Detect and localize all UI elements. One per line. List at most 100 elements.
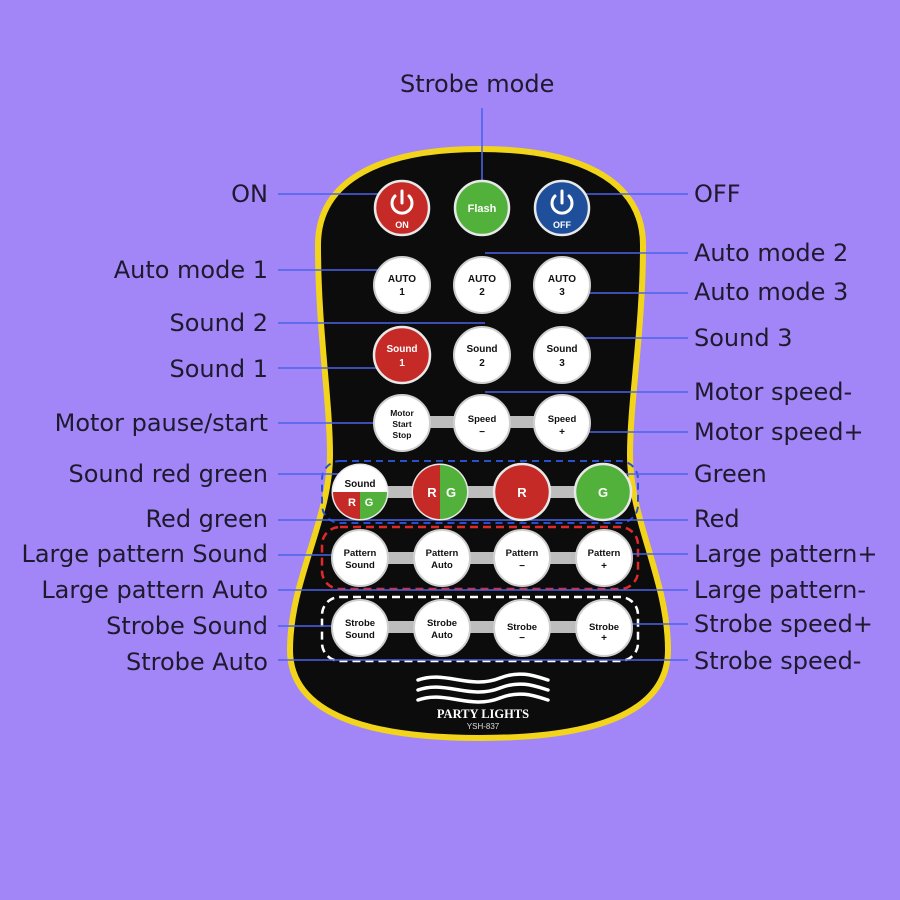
strobe-auto-label-1: Strobe: [427, 618, 457, 629]
label-motor-speed-minus: Motor speed-: [694, 378, 853, 406]
label-sound-2: Sound 2: [169, 309, 268, 337]
pattern-plus-label-2: +: [601, 561, 607, 572]
label-sound-3: Sound 3: [694, 324, 793, 352]
strobe-plus-label-2: +: [601, 633, 607, 644]
auto1-label-2: 1: [399, 287, 405, 298]
pattern-plus-label-1: Pattern: [588, 548, 621, 559]
motor-start-stop-button[interactable]: Motor Start Stop: [373, 394, 431, 452]
pattern-minus-label-1: Pattern: [506, 548, 539, 559]
label-sound-red-green: Sound red green: [68, 460, 269, 488]
speed-minus-label-2: −: [479, 427, 485, 438]
label-strobe-auto: Strobe Auto: [125, 648, 268, 676]
pattern-sound-label-1: Pattern: [344, 548, 377, 559]
sound-red-green-button[interactable]: Sound R G: [330, 460, 390, 524]
strobe-auto-button[interactable]: Strobe Auto: [413, 599, 471, 657]
label-strobe-mode: Strobe mode: [400, 70, 555, 98]
pattern-sound-button[interactable]: Pattern Sound: [331, 529, 389, 587]
label-off: OFF: [694, 180, 741, 208]
pattern-auto-button[interactable]: Pattern Auto: [413, 529, 471, 587]
strobe-minus-button[interactable]: Strobe −: [493, 599, 551, 657]
label-on: ON: [231, 180, 268, 208]
green-label: G: [598, 485, 608, 500]
sound2-label-2: 2: [479, 358, 485, 369]
power-icon: [390, 194, 414, 215]
label-motor-pause-start: Motor pause/start: [54, 409, 268, 437]
speed-plus-label-1: Speed: [548, 414, 577, 425]
pattern-minus-button[interactable]: Pattern −: [493, 529, 551, 587]
flash-button[interactable]: Flash: [453, 179, 511, 237]
strobe-minus-label-1: Strobe: [507, 622, 537, 633]
sound1-label-2: 1: [399, 358, 405, 369]
power-icon: [550, 194, 574, 215]
motor-label-2: Start: [392, 419, 412, 429]
label-red-green: Red green: [145, 505, 268, 533]
label-red: Red: [694, 505, 740, 533]
strobe-sound-label-2: Sound: [345, 630, 375, 641]
strobe-plus-button[interactable]: Strobe +: [575, 599, 633, 657]
speed-plus-label-2: +: [559, 427, 565, 438]
strobe-sound-button[interactable]: Strobe Sound: [331, 599, 389, 657]
sound3-label-2: 3: [559, 358, 565, 369]
label-strobe-speed-minus: Strobe speed-: [694, 647, 862, 675]
auto1-button[interactable]: AUTO 1: [373, 256, 431, 314]
sound-rg-g: G: [365, 497, 374, 509]
label-large-pattern-sound: Large pattern Sound: [21, 540, 268, 568]
auto1-label-1: AUTO: [388, 274, 416, 285]
pattern-group-frame: [320, 525, 640, 591]
sound1-button[interactable]: Sound 1: [372, 325, 432, 385]
pattern-plus-button[interactable]: Pattern +: [575, 529, 633, 587]
label-strobe-speed-plus: Strobe speed+: [694, 610, 873, 638]
rg-g: G: [446, 485, 456, 500]
label-green: Green: [694, 460, 767, 488]
label-large-pattern-plus: Large pattern+: [694, 540, 878, 568]
sound-rg-label: Sound: [344, 479, 375, 490]
sound1-label-1: Sound: [386, 344, 417, 355]
green-button[interactable]: G: [573, 462, 633, 522]
auto3-label-1: AUTO: [548, 274, 576, 285]
sound2-button[interactable]: Sound 2: [453, 326, 511, 384]
sound-rg-r: R: [348, 497, 356, 509]
auto2-label-2: 2: [479, 287, 485, 298]
flash-button-label: Flash: [468, 203, 497, 215]
red-label: R: [517, 485, 527, 500]
label-strobe-sound: Strobe Sound: [106, 612, 268, 640]
motor-label-3: Stop: [393, 430, 412, 440]
auto3-button[interactable]: AUTO 3: [533, 256, 591, 314]
off-button-label: OFF: [553, 220, 571, 230]
pattern-sound-label-2: Sound: [345, 560, 375, 571]
sound3-button[interactable]: Sound 3: [533, 326, 591, 384]
rg-r: R: [427, 485, 437, 500]
brand-name: PARTY LIGHTS: [437, 707, 529, 721]
on-button[interactable]: ON: [373, 179, 431, 237]
speed-minus-button[interactable]: Speed −: [453, 394, 511, 452]
label-sound-1: Sound 1: [169, 355, 268, 383]
sound3-label-1: Sound: [546, 344, 577, 355]
brand-waves-icon: [416, 672, 550, 704]
motor-label-1: Motor: [390, 408, 414, 418]
label-auto-mode-1: Auto mode 1: [113, 256, 268, 284]
label-motor-speed-plus: Motor speed+: [694, 418, 864, 446]
red-button[interactable]: R: [492, 462, 552, 522]
brand-model: YSH-837: [467, 722, 500, 731]
auto2-button[interactable]: AUTO 2: [453, 256, 511, 314]
label-large-pattern-auto: Large pattern Auto: [41, 576, 268, 604]
label-auto-mode-3: Auto mode 3: [694, 278, 849, 306]
strobe-auto-label-2: Auto: [431, 630, 453, 641]
on-button-label: ON: [395, 220, 409, 230]
sound2-label-1: Sound: [466, 344, 497, 355]
strobe-minus-label-2: −: [519, 633, 525, 644]
pattern-auto-label-2: Auto: [431, 560, 453, 571]
speed-plus-button[interactable]: Speed +: [533, 394, 591, 452]
strobe-plus-label-1: Strobe: [589, 622, 619, 633]
auto3-label-2: 3: [559, 287, 565, 298]
auto2-label-1: AUTO: [468, 274, 496, 285]
label-auto-mode-2: Auto mode 2: [694, 239, 849, 267]
label-large-pattern-minus: Large pattern-: [694, 576, 866, 604]
off-button[interactable]: OFF: [533, 179, 591, 237]
pattern-auto-label-1: Pattern: [426, 548, 459, 559]
speed-minus-label-1: Speed: [468, 414, 497, 425]
pattern-minus-label-2: −: [519, 561, 525, 572]
strobe-sound-label-1: Strobe: [345, 618, 375, 629]
